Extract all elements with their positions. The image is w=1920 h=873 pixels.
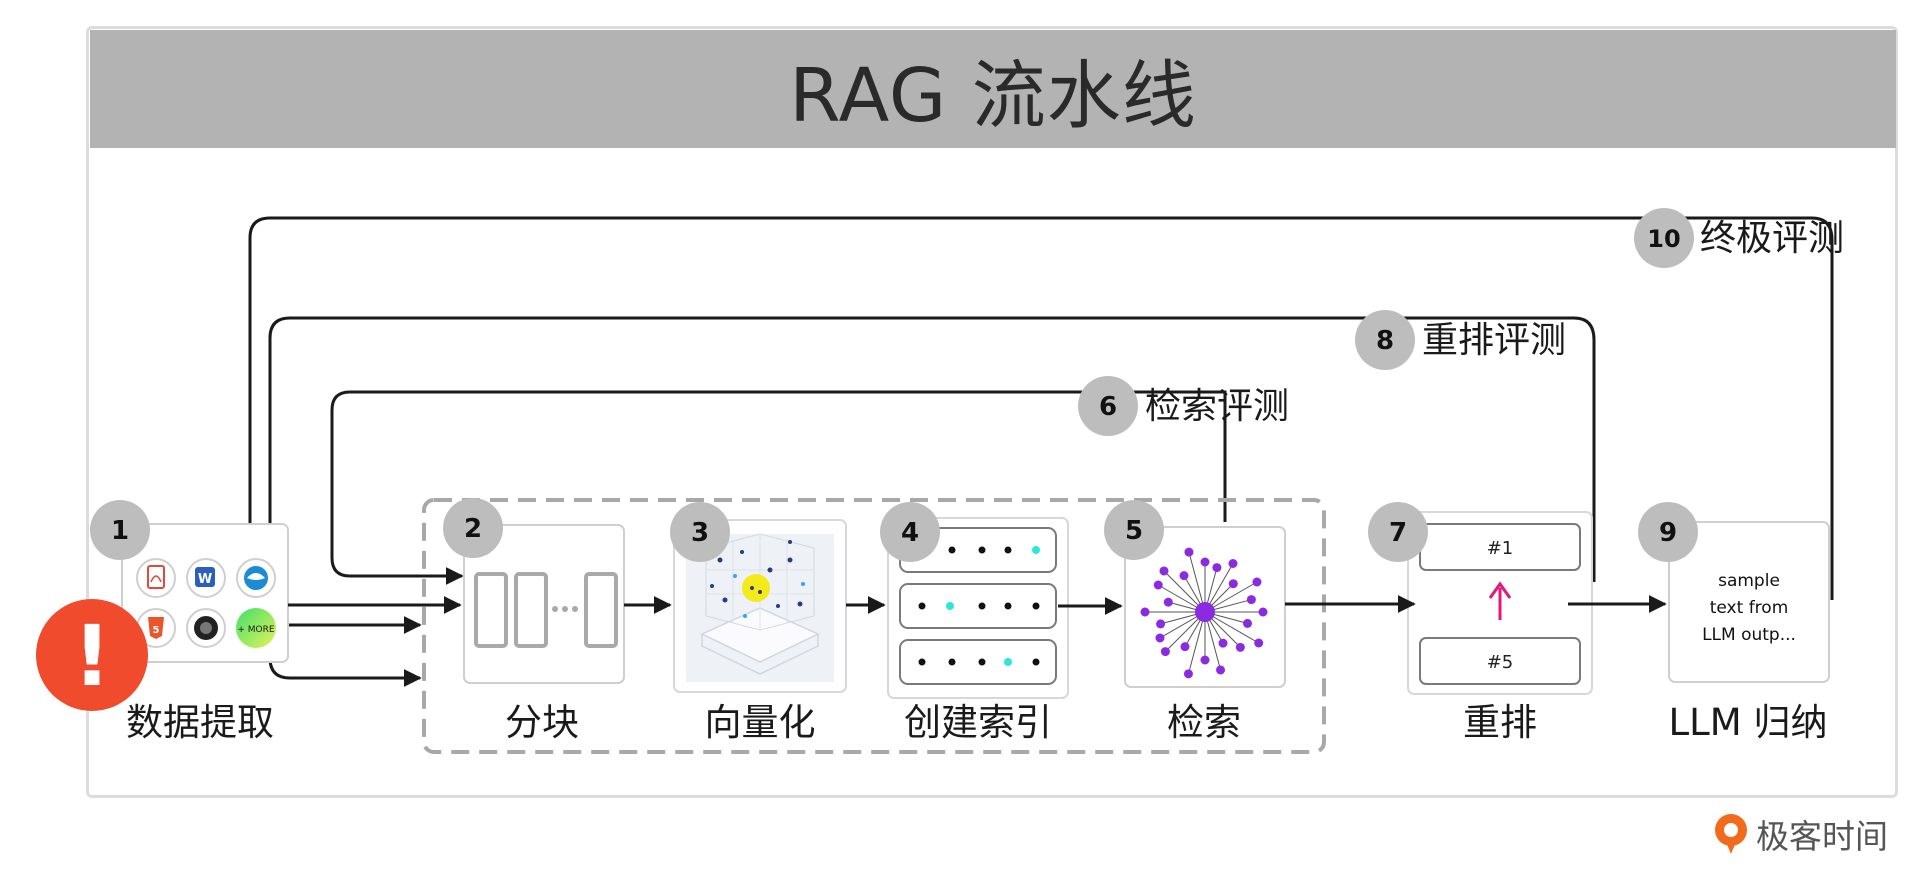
- step-badges: 1 2 3 4 5 7 9: [90, 498, 1698, 562]
- processing-group-dashed-box: [422, 498, 1326, 754]
- burst-node: [1163, 597, 1173, 607]
- eval-label-final: 终极评测: [1700, 218, 1844, 259]
- rerank-top-label: #1: [1487, 538, 1514, 559]
- svg-text:4: 4: [901, 518, 919, 548]
- burst-node: [1180, 642, 1190, 652]
- burst-node: [1200, 557, 1210, 567]
- pdf-icon: [136, 558, 176, 598]
- llm-output-line: text from: [1710, 598, 1789, 618]
- index-row-3: [899, 639, 1057, 685]
- svg-text:8: 8: [1376, 326, 1394, 356]
- burst-node: [1246, 595, 1256, 605]
- burst-node: [1243, 618, 1253, 628]
- burst-node: [1228, 579, 1238, 589]
- chunking-card: [463, 524, 625, 684]
- svg-text:5: 5: [153, 625, 160, 636]
- step-label-rerank: 重排: [1463, 701, 1537, 744]
- data-sources-card: W 5 + MORE: [121, 523, 289, 663]
- more-label: + MORE: [237, 625, 275, 635]
- brand-name: 极客时间: [1756, 817, 1888, 856]
- retrieval-eval-loop: [330, 390, 1227, 585]
- rerank-card: #1 #5: [1407, 511, 1593, 695]
- retrieval-burst-graphic: [1140, 547, 1268, 679]
- svg-text:7: 7: [1389, 518, 1407, 548]
- page-title: RAG 流水线: [789, 52, 1197, 139]
- burst-node: [1184, 547, 1194, 557]
- word-icon: W: [186, 558, 226, 598]
- burst-node: [1228, 559, 1238, 569]
- step-label-llm: LLM 归纳: [1669, 701, 1828, 744]
- evaluation-labels: 6 检索评测 8 重排评测 10 终极评测: [1078, 208, 1844, 436]
- rerank-eval-loop: [268, 316, 1596, 687]
- burst-node: [1216, 665, 1226, 675]
- brand-mark-icon: [1715, 814, 1747, 854]
- burst-node: [1183, 669, 1193, 679]
- step-badge-5: 5: [1104, 500, 1164, 560]
- step-badge-7: 7: [1368, 502, 1428, 562]
- alert-badge: !: [36, 599, 148, 711]
- burst-spoke: [1204, 611, 1259, 644]
- step-label-vectorize: 向量化: [705, 701, 816, 744]
- svg-text:6: 6: [1099, 392, 1117, 422]
- burst-node: [1258, 607, 1268, 617]
- svg-text:!: !: [73, 607, 111, 705]
- burst-node: [1212, 563, 1222, 573]
- burst-node: [1200, 655, 1210, 665]
- burst-node: [1252, 577, 1262, 587]
- burst-spoke: [1204, 581, 1258, 613]
- svg-text:10: 10: [1647, 225, 1680, 253]
- burst-node: [1153, 580, 1163, 590]
- burst-node: [1155, 633, 1165, 643]
- step-badge-3: 3: [670, 502, 730, 562]
- burst-node: [1140, 607, 1150, 617]
- eval-badge-10: 10 终极评测: [1634, 208, 1844, 268]
- step-label-retrieve: 检索: [1167, 701, 1241, 744]
- retrieval-card: [1124, 526, 1286, 688]
- step-label-extract: 数据提取: [126, 701, 274, 744]
- more-icon: + MORE: [236, 608, 276, 648]
- burst-hub: [1195, 602, 1215, 622]
- step-badge-9: 9: [1638, 502, 1698, 562]
- edge-icon: [236, 558, 276, 598]
- burst-node: [1159, 566, 1169, 576]
- llm-output-line: LLM outp...: [1702, 625, 1796, 645]
- eval-label-retrieval: 检索评测: [1145, 386, 1289, 427]
- svg-text:5: 5: [1125, 516, 1143, 546]
- step-label-index: 创建索引: [904, 701, 1052, 744]
- burst-node: [1218, 638, 1228, 648]
- index-row-2: [899, 583, 1057, 629]
- rerank-bottom-label: #5: [1487, 652, 1514, 673]
- burst-node: [1235, 642, 1245, 652]
- burst-spoke: [1188, 551, 1206, 613]
- svg-text:W: W: [198, 572, 212, 587]
- burst-node: [1254, 638, 1264, 648]
- burst-node: [1160, 647, 1170, 657]
- step-labels: 数据提取 分块 向量化 创建索引 检索 重排 LLM 归纳: [126, 701, 1827, 744]
- github-icon: [186, 608, 226, 648]
- burst-spoke: [1187, 611, 1206, 674]
- step-label-chunk: 分块: [505, 701, 579, 744]
- llm-output-line: sample: [1718, 571, 1780, 591]
- index-card: [887, 517, 1069, 699]
- vectorize-card: [673, 519, 847, 693]
- step-badge-2: 2: [443, 498, 503, 558]
- eval-label-rerank: 重排评测: [1422, 320, 1566, 361]
- svg-text:3: 3: [691, 518, 709, 548]
- flow-arrows: [288, 595, 1667, 615]
- title-bar: RAG 流水线: [90, 30, 1896, 148]
- burst-node: [1179, 571, 1189, 581]
- llm-card: sample text from LLM outp...: [1668, 521, 1830, 683]
- svg-text:9: 9: [1659, 518, 1677, 548]
- html5-icon: 5: [136, 608, 176, 648]
- eval-badge-8: 8 重排评测: [1355, 310, 1566, 370]
- burst-node: [1156, 619, 1166, 629]
- svg-text:2: 2: [464, 514, 482, 544]
- step-badge-1: 1: [90, 500, 150, 560]
- brand-logo: 极客时间: [1712, 812, 1888, 856]
- diagram-frame: [86, 26, 1898, 798]
- eval-badge-6: 6 检索评测: [1078, 376, 1289, 436]
- svg-text:1: 1: [111, 516, 129, 546]
- step-badge-4: 4: [880, 502, 940, 562]
